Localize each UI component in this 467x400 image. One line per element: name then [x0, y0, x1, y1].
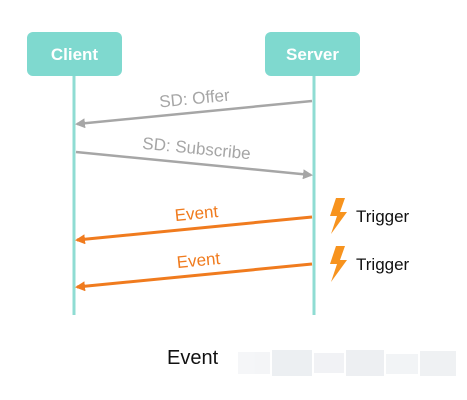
message-label: Event: [176, 249, 221, 272]
server-box: [265, 32, 360, 76]
client-label: Client: [51, 45, 99, 64]
client-box: [27, 32, 122, 76]
server-participant: Server: [265, 32, 360, 76]
message-label: Event: [174, 202, 219, 225]
trigger-label: Trigger: [356, 255, 410, 274]
diagram-caption: Event: [167, 347, 219, 369]
lightning-icon: [330, 246, 347, 282]
message-arrow: [75, 99, 313, 129]
message-arrow: [75, 150, 313, 180]
message-event-1: Event: [75, 202, 313, 245]
client-participant: Client: [27, 32, 122, 76]
server-label: Server: [286, 45, 339, 64]
watermark: [238, 350, 456, 376]
message-arrow: [75, 262, 313, 292]
message-sd-offer: SD: Offer: [75, 86, 313, 129]
trigger-1: Trigger: [330, 198, 410, 234]
message-arrow: [75, 215, 313, 245]
message-sd-subscribe: SD: Subscribe: [75, 134, 313, 180]
trigger-2: Trigger: [330, 246, 410, 282]
message-event-2: Event: [75, 249, 313, 292]
trigger-label: Trigger: [356, 207, 410, 226]
message-label: SD: Offer: [158, 86, 230, 112]
lightning-icon: [330, 198, 347, 234]
